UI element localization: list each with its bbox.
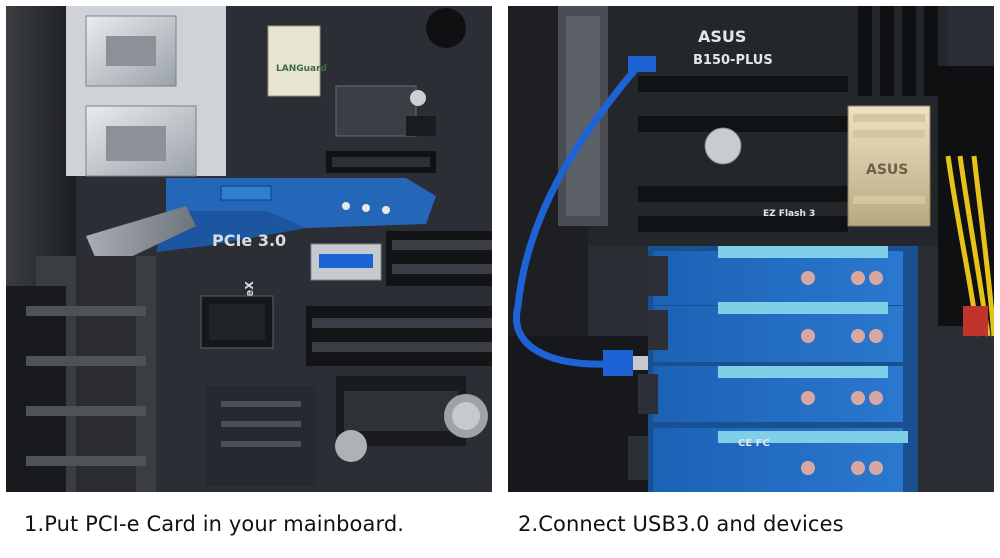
riser-board-2 (648, 302, 903, 362)
silk-asus-heatsink: ASUS (866, 162, 908, 178)
silk-ce-fc: CE FC (738, 438, 770, 449)
riser-board-4: CE FC (628, 428, 908, 492)
photo-pcie-card-installed: LANGuard PCIe 3.0 CrossFireX (6, 6, 492, 492)
photo-left-drawing: LANGuard PCIe 3.0 CrossFireX (6, 6, 492, 492)
silk-languard: LANGuard (276, 64, 327, 74)
photo-usb-connected-risers: ASUS B150-PLUS EZ Flash 3 ASUS (508, 6, 994, 492)
silk-b150-plus: B150-PLUS (693, 53, 773, 68)
caption-step-2: 2.Connect USB3.0 and devices (518, 512, 844, 536)
riser-board-1 (648, 246, 903, 305)
silk-asus-board: ASUS (698, 27, 746, 46)
silk-ez-flash: EZ Flash 3 (763, 209, 815, 219)
caption-step-1: 1.Put PCI-e Card in your mainboard. (24, 512, 405, 536)
silk-pcie-30: PCIe 3.0 (212, 231, 286, 250)
photo-right-drawing: ASUS B150-PLUS EZ Flash 3 ASUS (508, 6, 994, 492)
riser-board-3 (638, 366, 903, 422)
